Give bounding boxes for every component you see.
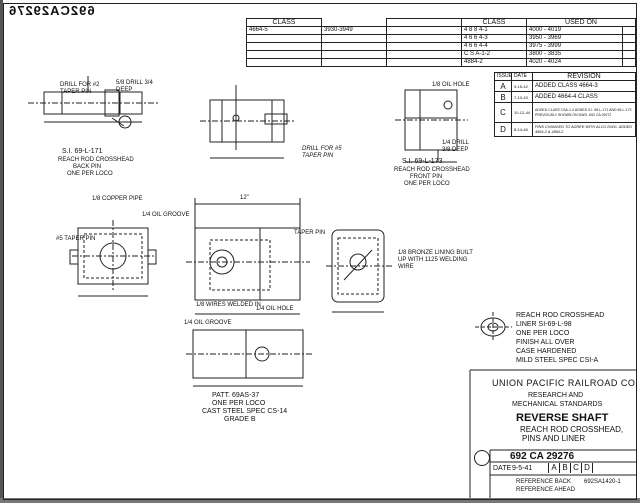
patt-spec: CAST STEEL SPEC CS-14 [202,408,288,415]
back-pin-drawing [28,76,160,129]
note-oil-groove: 1/4 OIL GROOVE [142,212,190,218]
class-row-range: 4020 - 4024 [525,58,624,67]
liner-qty: ONE PER LOCO [516,330,570,337]
liner-finish: FINISH ALL OVER [516,339,575,346]
note-drill-taper: DRILL FOR #2 TAPER PIN [60,82,100,95]
note-wires-welded: 1/8 WIRES WELDED IN [196,302,261,308]
liner-case: CASE HARDENED [516,348,577,355]
liner-title: REACH ROD CROSSHEAD [516,312,605,319]
revision-letters: A B C D [548,463,593,473]
patt-qty: ONE PER LOCO [212,400,266,407]
scan-edge-bottom [0,498,640,503]
note-oil-hole2: 1/4 OIL HOLE [256,306,294,312]
front-pin-drawing [200,85,295,159]
note-bronze-lining: 1/8 BRONZE LINING BUILT UP WITH 1125 WEL… [398,250,473,270]
crosshead-side-view [326,229,392,313]
date-value: 9-5-41 [512,465,533,472]
liner-spec: MILD STEEL SPEC CSI-A [516,357,599,364]
note-drill-deep2: 1/4 DRILL 3/8 DEEP [442,140,469,153]
back-pin-qty: ONE PER LOCO [67,171,113,177]
drawing-border [3,3,637,500]
note-copper-pipe: 1/8 COPPER PIPE [92,196,143,202]
rev-text: PINS CHANGED TO AGREE WITH ALCO DWG. ADD… [532,122,636,137]
note-taper-pin: TAPER PIN [294,230,326,236]
date-label: DATE [493,465,512,472]
back-pin-desc: REACH ROD CROSSHEAD [58,157,134,163]
note-drill-deep: 5/8 DRILL 3/4 DEEP [116,80,153,93]
class-table: CLASS CLASS USED ON 4664-5 3930-3949 4 8… [246,18,636,67]
ref-back-number: 692SA1420-1 [584,479,621,485]
front-pin-desc2: FRONT PIN [410,174,443,180]
ref-ahead-label: REFERENCE AHEAD [516,487,576,493]
rev-date: 8-14-46 [511,122,533,137]
dept-line2: MECHANICAL STANDARDS [512,401,603,408]
front-pin-desc: REACH ROD CROSSHEAD [394,167,470,173]
approval-stamp [474,450,490,466]
note-drill-taper2: DRILL FOR #5 TAPER PIN [302,146,342,159]
title-block-frame [469,369,636,498]
crosshead-main-view [186,198,310,315]
rev-letter: B [559,463,570,473]
crosshead-end-view [69,220,157,297]
note-taper-pin5: #5 TAPER PIN [56,236,96,242]
note-oil-hole: 1/8 OIL HOLE [432,82,470,88]
company-name: UNION PACIFIC RAILROAD CO. [492,378,639,388]
side-pin-drawing [395,89,468,163]
ref-back-label: REFERENCE BACK [516,479,572,485]
back-pin-desc2: BACK PIN [73,164,102,170]
patt-grade: GRADE B [224,416,256,423]
note-oil-groove2: 1/4 OIL GROOVE [184,320,232,326]
back-pin-title: S.I. 69-L-171 [62,148,103,155]
dept-line1: RESEARCH AND [528,392,584,399]
sheet-number: 692 CA 29276 [510,451,575,462]
front-pin-qty: ONE PER LOCO [404,181,450,187]
drawing-subtitle1: REACH ROD CROSSHEAD, [520,425,624,434]
rev-letter: C [570,463,581,473]
rev-letter: A [548,463,559,473]
revision-table: ISSUE DATE REVISION A 5-15-42 ADDED CLAS… [494,72,636,137]
scan-edge-left [0,0,3,503]
liner-si: LINER SI-69-L-98 [516,321,572,328]
liner-drawing [475,312,512,342]
dimension-12: 12" [240,195,249,201]
rev-letter: D [581,463,593,473]
rev-text: ADDED 4664-4 CLASS [532,91,636,103]
drawing-title: REVERSE SHAFT [516,412,609,424]
rev-issue: D [494,122,512,137]
patt-title: PATT. 69AS-37 [212,392,260,399]
crosshead-bottom-view [186,329,312,387]
front-pin-title: S.I. 69-L-173 [402,158,443,165]
drawing-subtitle2: PINS AND LINER [522,434,586,443]
